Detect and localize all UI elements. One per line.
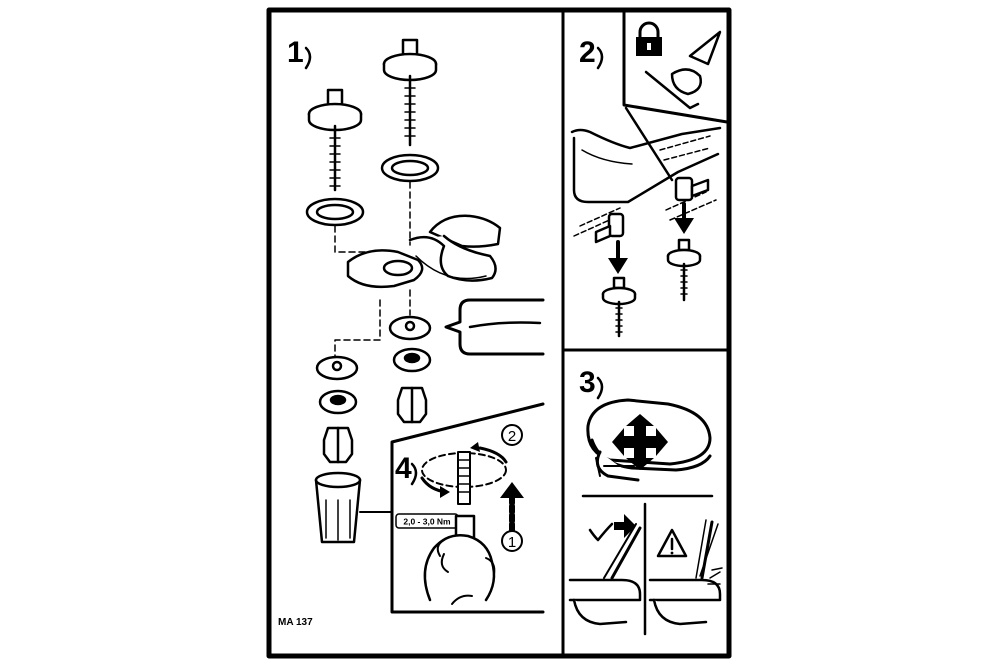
step-4-inset: 4 2 1 2,0 - 3,0 Nm bbox=[390, 402, 545, 614]
step-4-number: 4 bbox=[395, 452, 412, 485]
check-arrow-icon bbox=[588, 514, 636, 542]
nut-right bbox=[396, 386, 428, 424]
document-code: MA 137 bbox=[278, 617, 313, 628]
allen-key-icon bbox=[644, 30, 722, 110]
step-1-number: 1 bbox=[287, 36, 304, 69]
washer-center bbox=[388, 315, 432, 341]
hand-with-cloth-icon bbox=[408, 214, 502, 282]
washer-left bbox=[315, 355, 359, 381]
step-2-panel: 2 bbox=[570, 10, 729, 338]
warning-triangle-icon bbox=[656, 528, 688, 558]
correct-closing-view bbox=[568, 523, 642, 626]
seat-hinge-section bbox=[570, 126, 722, 237]
svg-text:2,0 - 3,0 Nm: 2,0 - 3,0 Nm bbox=[403, 517, 451, 527]
bolt-right bbox=[382, 38, 438, 147]
step-3-tick bbox=[596, 376, 604, 400]
seal-ring-right bbox=[380, 153, 440, 183]
hinge-cap-left bbox=[594, 212, 625, 244]
seal-ring-left bbox=[305, 197, 365, 227]
step-4-tick bbox=[410, 462, 418, 486]
expansion-plug bbox=[314, 471, 393, 544]
rubber-washer-left bbox=[318, 389, 358, 415]
bolt-panel-2-right bbox=[666, 238, 702, 302]
threaded-rod bbox=[457, 451, 471, 505]
marker-2: 2 bbox=[501, 424, 523, 446]
step-3-number: 3 bbox=[579, 366, 596, 399]
sheet-frame bbox=[266, 7, 732, 659]
rotate-arrow-icon bbox=[478, 446, 508, 464]
step-1-tick bbox=[304, 46, 312, 70]
step-2-number: 2 bbox=[579, 36, 596, 69]
padlock-icon bbox=[636, 21, 662, 56]
marker-1: 1 bbox=[501, 530, 523, 552]
hand-tightening-icon bbox=[423, 514, 496, 605]
incorrect-slamming-view bbox=[648, 519, 723, 626]
bolt-panel-2-left bbox=[601, 276, 637, 338]
step-4-frame bbox=[390, 402, 545, 614]
step-3-panel: 3 bbox=[568, 366, 723, 636]
svg-text:2: 2 bbox=[508, 428, 516, 445]
step-2-tick bbox=[596, 46, 604, 70]
step-1-panel: 1 bbox=[278, 36, 545, 628]
four-way-arrows-icon bbox=[612, 414, 668, 470]
bolt-left bbox=[307, 88, 363, 192]
detail-callout bbox=[444, 298, 545, 356]
svg-text:1: 1 bbox=[508, 534, 516, 551]
rubber-washer bbox=[392, 347, 432, 373]
hinge-plate bbox=[346, 249, 424, 289]
guide-lines-1 bbox=[334, 181, 411, 361]
hinge-cap-right bbox=[674, 176, 710, 202]
torque-label: 2,0 - 3,0 Nm bbox=[395, 513, 459, 529]
nut-left bbox=[322, 426, 354, 464]
lock-inset-frame bbox=[622, 10, 729, 124]
